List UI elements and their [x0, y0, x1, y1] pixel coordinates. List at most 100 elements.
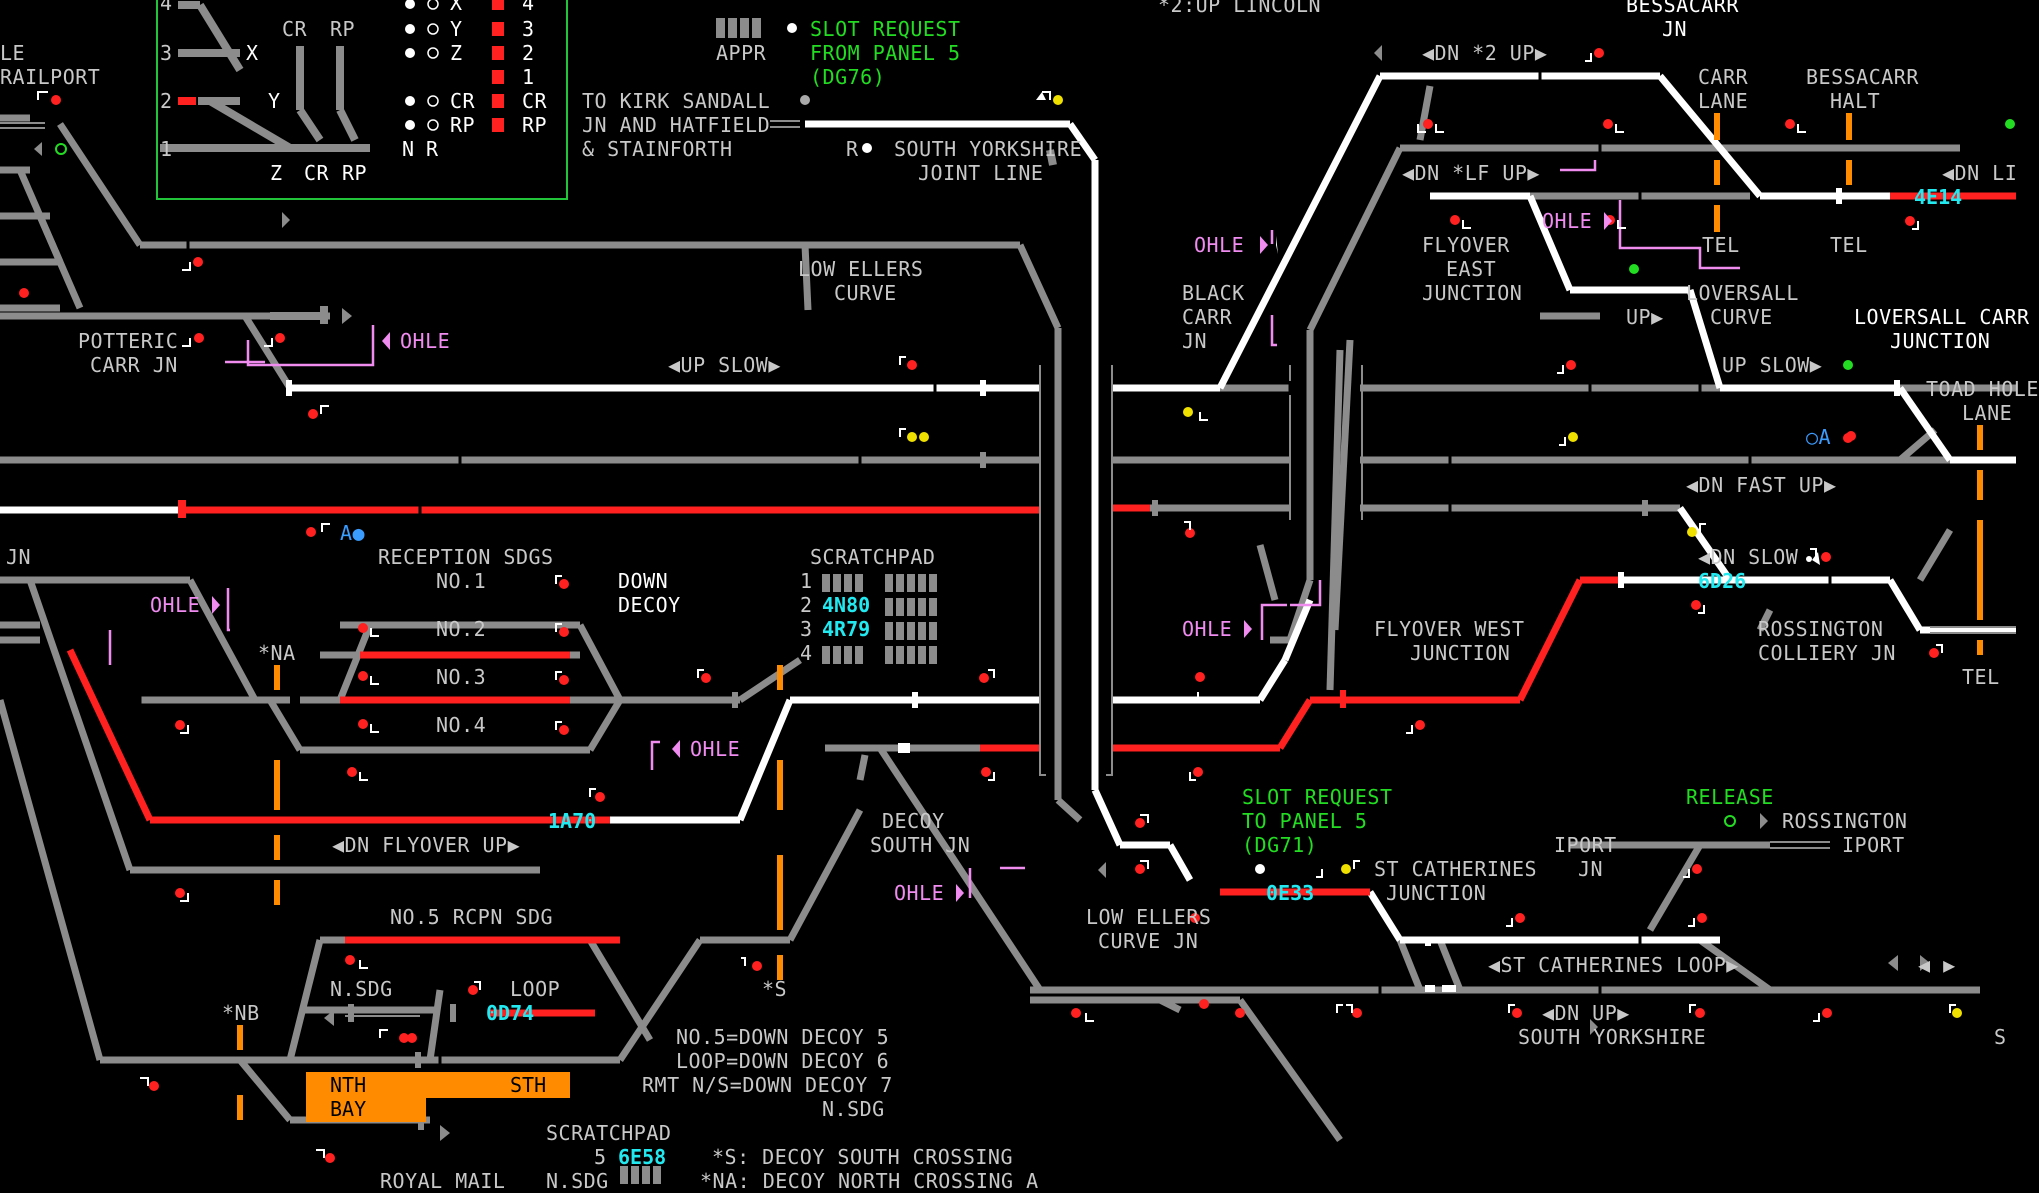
label-crossing-s: *S: DECOY SOUTH CROSSING	[712, 1145, 1013, 1169]
slot-from-2: FROM PANEL 5	[810, 41, 961, 65]
slot-to-1: SLOT REQUEST	[1242, 785, 1393, 809]
label-royal-mail: ROYAL MAIL	[380, 1169, 506, 1193]
key-level-2: 2	[522, 41, 535, 65]
route-set-tracks	[0, 72, 2016, 944]
label-carr-jn: CARR JN	[90, 353, 178, 377]
sy-joint-1: SOUTH YORKSHIRE	[894, 137, 1083, 161]
key-level-3: 3	[522, 17, 535, 41]
kirk-sandall-3: & STAINFORTH	[582, 137, 733, 161]
label-dn-x2-up: ◀DN *2 UP▶	[1422, 41, 1548, 65]
direction-arrows	[34, 45, 1930, 1141]
label-scratchpad: SCRATCHPAD	[810, 545, 936, 569]
label-scratchpad-bottom: SCRATCHPAD	[546, 1121, 672, 1145]
train-6E58[interactable]: 6E58	[618, 1145, 667, 1169]
loversall-carr-1: LOVERSALL CARR	[1854, 305, 2030, 329]
ohle-label-decoy-south: OHLE	[894, 881, 945, 905]
label-appr: APPR	[716, 41, 767, 65]
flyover-east-1: FLYOVER	[1422, 233, 1510, 257]
carr-lane-2: LANE	[1698, 89, 1749, 113]
key-route-x: X	[450, 0, 463, 15]
label-st-cath-loop: ◀ST CATHERINES LOOP▶	[1488, 953, 1739, 977]
flyover-east-3: JUNCTION	[1422, 281, 1523, 305]
train-4N80[interactable]: 4N80	[822, 593, 871, 617]
ohle-label-flyover-west: OHLE	[1182, 617, 1233, 641]
key-level-4: 4	[522, 0, 535, 15]
legend-nsdg: N.SDG	[822, 1097, 885, 1121]
ohle-label-decoy: OHLE	[690, 737, 741, 761]
label-n-sdg: N.SDG	[330, 977, 393, 1001]
decoy-south-2: SOUTH JN	[870, 833, 971, 857]
label-no1: NO.1	[436, 569, 487, 593]
key-x-label: X	[246, 41, 259, 65]
label-loop: LOOP	[510, 977, 561, 1001]
train-0D74[interactable]: 0D74	[486, 1001, 535, 1025]
route-brackets	[1039, 365, 1363, 776]
slot-from-1: SLOT REQUEST	[810, 17, 961, 41]
label-dn-xlf-up: ◀DN *LF UP▶	[1402, 161, 1540, 185]
slot-to-2: TO PANEL 5	[1242, 809, 1368, 833]
occupied-tracks	[66, 192, 2016, 1017]
route-key-panel	[156, 0, 568, 200]
bessacarr-halt-1: BESSACARR	[1806, 65, 1919, 89]
label-dn-li: ◀DN LI	[1942, 161, 2018, 185]
ohle-label-potteric: OHLE	[400, 329, 451, 353]
carr-lane-1: CARR	[1698, 65, 1749, 89]
label-royal-nsdg: N.SDG	[546, 1169, 609, 1193]
key-rp-bottom: RP	[342, 161, 368, 185]
key-line-3: 3	[160, 41, 173, 65]
key-line-4: 4	[160, 0, 173, 15]
ohle-boundaries	[108, 160, 1740, 898]
label-railport: RAILPORT	[0, 65, 101, 89]
train-4E14[interactable]: 4E14	[1914, 185, 1963, 209]
train-0E33[interactable]: 0E33	[1266, 881, 1315, 905]
rossington-colliery-2: COLLIERY JN	[1758, 641, 1896, 665]
loversall-carr-2: JUNCTION	[1890, 329, 1991, 353]
crossing-gates	[1046, 149, 1057, 166]
label-potteric: POTTERIC	[78, 329, 179, 353]
low-ellers-1: LOW ELLERS	[798, 257, 924, 281]
scratchpad-4: 4	[800, 641, 813, 665]
rossington-colliery-1: ROSSINGTON	[1758, 617, 1884, 641]
label-a-marker: A●	[340, 521, 366, 545]
label-tel-2: TEL	[1830, 233, 1868, 257]
label-up-arrow: UP▶	[1626, 305, 1664, 329]
label-iport: IPORT	[1842, 833, 1905, 857]
iport-jn-2: JN	[1578, 857, 1604, 881]
key-z-bottom: Z	[270, 161, 283, 185]
train-4R79[interactable]: 4R79	[822, 617, 871, 641]
label-so-truncated: S	[1994, 1025, 2007, 1049]
label-le: LE	[0, 41, 26, 65]
key-r-label: R	[426, 137, 439, 161]
label-up-lincoln: *2:UP LINCOLN	[1158, 0, 1322, 17]
iport-jn-1: IPORT	[1554, 833, 1617, 857]
decoy-south-1: DECOY	[882, 809, 945, 833]
label-release[interactable]: RELEASE	[1686, 785, 1774, 809]
flyover-west-1: FLYOVER WEST	[1374, 617, 1525, 641]
label-dn-flyover-up: ◀DN FLYOVER UP▶	[332, 833, 521, 857]
legend-rmt: RMT N/S=DOWN DECOY 7	[642, 1073, 893, 1097]
train-1A70[interactable]: 1A70	[548, 809, 597, 833]
label-sth: STH	[510, 1073, 547, 1097]
legend-no5: NO.5=DOWN DECOY 5	[676, 1025, 890, 1049]
bessacarr-jn-2: JN	[1662, 17, 1688, 41]
label-no2: NO.2	[436, 617, 487, 641]
train-6D26[interactable]: 6D26	[1698, 569, 1747, 593]
label-nth: NTH	[330, 1073, 367, 1097]
label-star-na: *NA	[258, 641, 296, 665]
key-y-label: Y	[268, 89, 281, 113]
label-no5-rcpn: NO.5 RCPN SDG	[390, 905, 554, 929]
sy-joint-2: JOINT LINE	[918, 161, 1044, 185]
flyover-east-2: EAST	[1446, 257, 1497, 281]
key-level-1: 1	[522, 65, 535, 89]
loversall-curve-2: CURVE	[1710, 305, 1773, 329]
label-arrows-right[interactable]: ◀ ▶	[1918, 953, 1956, 977]
label-dn-up: ◀DN UP▶	[1542, 1001, 1630, 1025]
level-crossings	[237, 113, 1983, 1120]
label-south-yorkshire: SOUTH YORKSHIRE	[1518, 1025, 1707, 1049]
st-cath-2: JUNCTION	[1386, 881, 1487, 905]
label-dn-slow: ◀DN SLOW	[1698, 545, 1799, 569]
ohle-label-reception: OHLE	[150, 593, 201, 617]
label-decoy: DECOY	[618, 593, 681, 617]
label-no4: NO.4	[436, 713, 487, 737]
